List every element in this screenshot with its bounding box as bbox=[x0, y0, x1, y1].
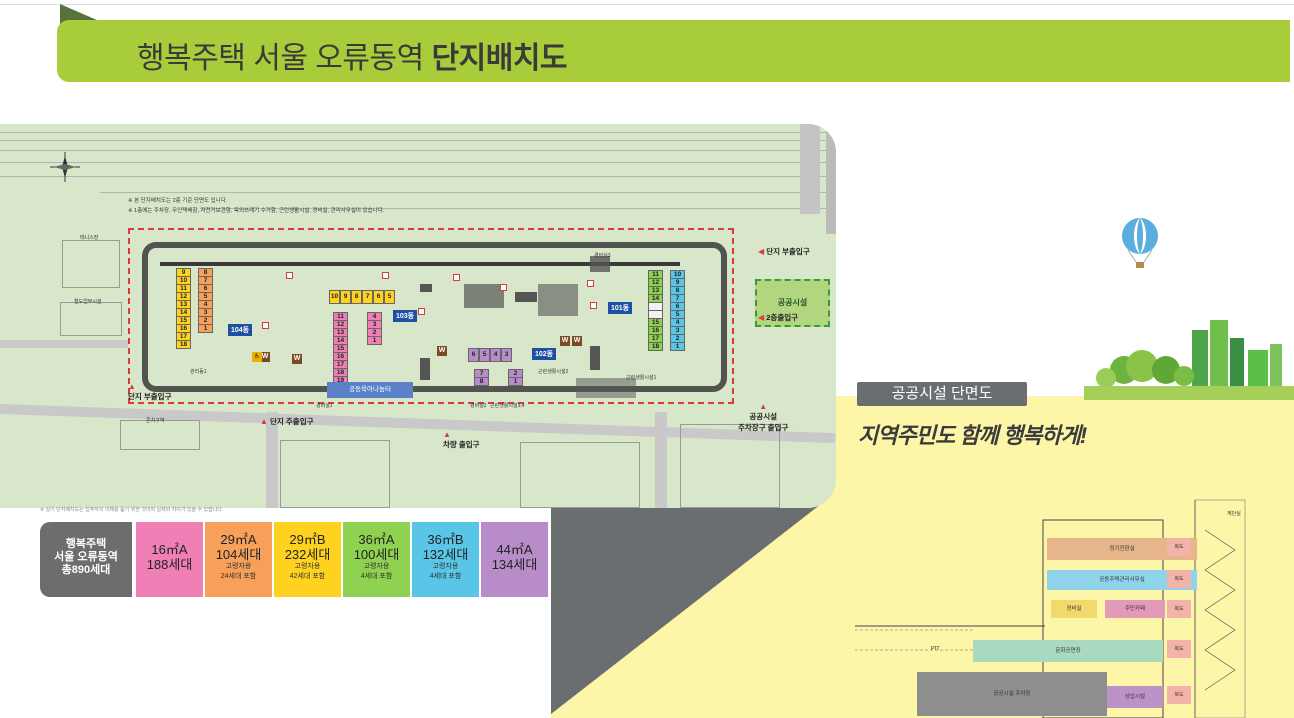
fine-print: ※ 상기 단지배치도는 입주자의 이해를 돕기 위한 것이며 실제와 차이가 있… bbox=[40, 507, 224, 513]
unit-cell: 1 bbox=[198, 324, 213, 333]
section-floor-block: 공공시설 주차장 bbox=[917, 672, 1107, 716]
building-tag-102: 102동 bbox=[532, 348, 557, 360]
unit-cell: 18 bbox=[648, 342, 663, 351]
pit-label: PIT bbox=[931, 646, 940, 652]
unit-cell: 3 bbox=[501, 348, 512, 362]
section-corridor-label: 복도 bbox=[1167, 686, 1191, 704]
page-title-bold: 단지배치도 bbox=[431, 42, 568, 75]
top-rule bbox=[0, 4, 1294, 5]
building-tag-104: 104동 bbox=[228, 324, 253, 336]
unit-cell: 8 bbox=[474, 377, 489, 386]
section-corridor-label: 복도 bbox=[1167, 640, 1191, 658]
rail-facility-label: 철도업무시설 bbox=[74, 299, 102, 305]
section-floor-block: 주민카페 bbox=[1105, 600, 1165, 618]
page-title: 행복주택 서울 오류동역 단지배치도 bbox=[137, 33, 568, 77]
section-floor-block: 공동주택관리사무실 bbox=[1047, 570, 1197, 590]
tennis-label: 테니스장 bbox=[80, 235, 99, 241]
section-corridor-label: 복도 bbox=[1167, 570, 1191, 588]
shops34-label: 근린생활시설3,4 bbox=[490, 403, 525, 409]
shops2-label: 근린생활시설2 bbox=[538, 369, 569, 375]
header-bar bbox=[57, 20, 1290, 82]
unit-cell: 1 bbox=[367, 336, 382, 345]
unit-cell: 5 bbox=[384, 290, 395, 304]
side-entrance-left: ▲단지 부출입구 bbox=[128, 382, 172, 401]
w-tag: W bbox=[572, 336, 582, 346]
map-note-2: ※ 1층에는 주차장, 무인택배함, 자전거보관함, 옥외쓰레기 수거함, 근린… bbox=[128, 208, 385, 214]
hot-air-balloon-icon bbox=[1122, 218, 1158, 268]
header-corner-accent bbox=[60, 4, 106, 24]
section-floor-block: 정기전환실 bbox=[1047, 538, 1197, 560]
section-subtitle: 지역주민도 함께 행복하게! bbox=[858, 423, 1087, 448]
unit-cell: 10 bbox=[329, 290, 340, 304]
unit-cell: 6 bbox=[468, 348, 479, 362]
section-floor-block: 경비실 bbox=[1051, 600, 1097, 618]
section-corridor-label: 복도 bbox=[1167, 600, 1191, 618]
compass-icon bbox=[50, 152, 80, 182]
section-floor-block: 상업시설 bbox=[1107, 686, 1163, 708]
site-map: 테니스장 철도업무시설 존치구역 ※ 본 단지배치도는 2층 기준 단면도 입니… bbox=[0, 124, 836, 508]
side-entrance-right: ◀ 단지 부출입구 bbox=[758, 247, 810, 256]
section-floor-block: 문화공연장 bbox=[973, 640, 1163, 662]
gray-divider-triangle bbox=[551, 504, 821, 714]
vehicle-entrance: ▲차량 출입구 bbox=[443, 430, 480, 449]
unit-cell: 8 bbox=[351, 290, 362, 304]
public-facility-box: 공공시설 bbox=[755, 279, 830, 327]
legend-total: 행복주택 서울 오류동역 총890세대 bbox=[40, 522, 132, 597]
unit-cell: 6 bbox=[373, 290, 384, 304]
unit-cell: 4 bbox=[490, 348, 501, 362]
mgmt-label: 관리동1 bbox=[190, 369, 207, 375]
unit-cell: 18 bbox=[176, 340, 191, 349]
w-tag: W bbox=[260, 352, 270, 362]
guard3-label: 경비실3 bbox=[594, 253, 611, 259]
building-tag-103: 103동 bbox=[393, 310, 418, 322]
site-boundary bbox=[128, 228, 734, 404]
w-tag: W bbox=[437, 346, 447, 356]
city-skyline-illustration bbox=[1084, 320, 1294, 400]
main-entrance: ▲ 단지 주출입구 bbox=[260, 417, 314, 426]
section-corridor-label: 복도 bbox=[1167, 538, 1191, 556]
building-tag-101: 101동 bbox=[608, 302, 633, 314]
unit-cell: 5 bbox=[479, 348, 490, 362]
shops1-label: 근린생활시설1 bbox=[626, 375, 657, 381]
unit-cell: 7 bbox=[362, 290, 373, 304]
community-childcare-box: 공동육아나눔터 bbox=[327, 382, 413, 398]
unit-cell: 1 bbox=[670, 342, 685, 351]
accessible-icon: ♿ bbox=[252, 352, 262, 362]
village-label: 존치구역 bbox=[146, 418, 165, 424]
second-floor-entrance: ◀ 2층출입구 bbox=[758, 313, 799, 322]
unit-cell: 1 bbox=[508, 377, 523, 386]
page-title-regular: 행복주택 서울 오류동역 bbox=[137, 42, 424, 75]
guard2-label: 경비실2 bbox=[470, 403, 487, 409]
unit-cell: 9 bbox=[340, 290, 351, 304]
section-badge: 공공시설 단면도 bbox=[857, 382, 1027, 406]
roof-label: 계단실 bbox=[1227, 511, 1241, 517]
w-tag: W bbox=[560, 336, 570, 346]
guard1-label: 경비실1 bbox=[316, 403, 333, 409]
w-tag: W bbox=[292, 354, 302, 364]
map-note-1: ※ 본 단지배치도는 2층 기준 단면도 입니다. bbox=[128, 198, 228, 204]
